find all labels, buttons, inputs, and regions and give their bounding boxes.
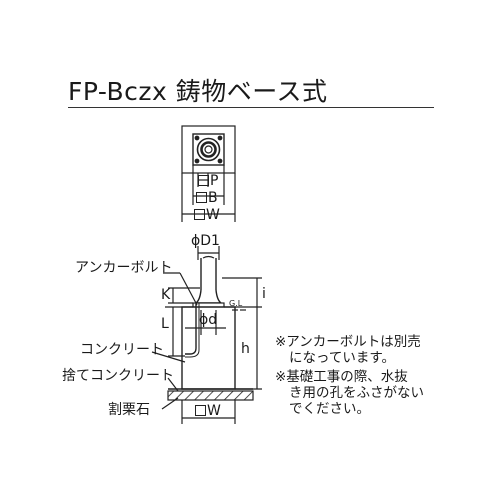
label-pipe-d: ϕd (199, 312, 218, 328)
pipe-inner-ring (204, 145, 213, 154)
note-line: ※アンカーボルトは別売 (275, 334, 421, 350)
label-anchor-bolt: アンカーボルト (75, 260, 173, 276)
square-symbol (195, 405, 206, 416)
leader-binding-concrete (167, 377, 179, 392)
leader-concrete (151, 351, 186, 363)
pipe-middle-ring (200, 141, 217, 158)
pipe-outer-ring (196, 137, 221, 162)
note-line: き用の孔をふさがない (289, 385, 424, 401)
note-line: でください。 (289, 401, 370, 417)
note-line: になっています。 (289, 350, 395, 366)
note-anchor-bolt: ※アンカーボルトは別売 になっています。 (275, 334, 421, 366)
plate-bolt-hole (217, 135, 223, 141)
leader-gravel (161, 397, 179, 410)
label-l: L (161, 316, 169, 332)
label-gravel: 割栗石 (108, 402, 150, 418)
plan-foundation-outline (181, 125, 236, 174)
note-line: ※基礎工事の際、水抜 (275, 369, 408, 385)
label-k: K (161, 287, 171, 303)
gravel-layer (167, 390, 254, 401)
anchor-bolt (185, 303, 197, 355)
base-plate (192, 133, 225, 166)
label-h: h (241, 341, 250, 357)
pipe-top-cap (202, 255, 215, 259)
plate-bolt-hole (217, 158, 223, 164)
label-b: B (196, 191, 218, 205)
square-symbol (196, 192, 207, 203)
label-d1: ϕD1 (191, 233, 220, 249)
pipe-column (200, 258, 217, 290)
label-gl: G.L (229, 299, 243, 308)
note-drain-hole: ※基礎工事の際、水抜 き用の孔をふさがない でください。 (275, 369, 424, 417)
section-view (151, 246, 262, 424)
page-title: FP-Bczx 鋳物ベース式 (68, 77, 328, 106)
base-flange (193, 289, 224, 304)
square-symbol (194, 209, 205, 220)
label-concrete: コンクリート (80, 342, 164, 358)
title-underline (68, 107, 434, 108)
label-i: i (262, 286, 266, 302)
label-w-bottom: W (195, 404, 221, 418)
label-binding-concrete: 捨てコンクリート (62, 368, 174, 384)
label-p: P (198, 174, 218, 188)
plate-bolt-hole (194, 135, 200, 141)
square-symbol (198, 175, 209, 186)
label-w-top: W (194, 208, 220, 222)
plate-bolt-hole (194, 158, 200, 164)
